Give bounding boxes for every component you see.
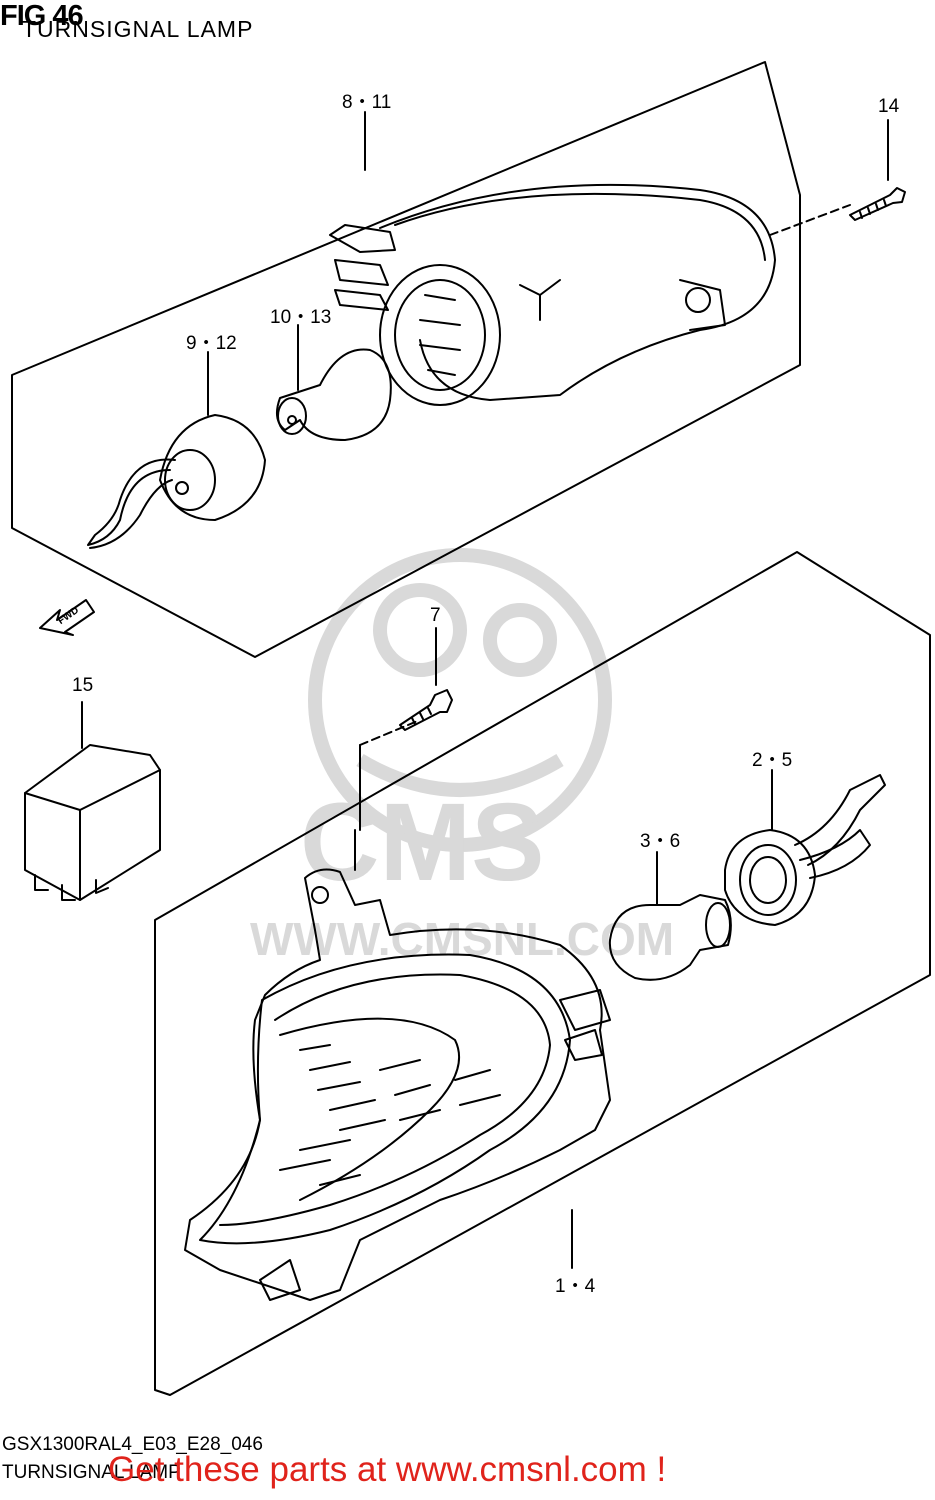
bulb-3-6 (608, 851, 732, 981)
socket-2-5 (724, 769, 886, 926)
socket-9-12 (87, 414, 266, 549)
rear-lamp-housing (329, 183, 776, 406)
callout-15: 15 (72, 675, 94, 696)
relay-15 (24, 701, 161, 901)
figure-number: FIG 46 (0, 0, 84, 32)
callout-9-12: 9・12 (186, 333, 237, 354)
watermark-logo (308, 548, 612, 852)
callout-14: 14 (878, 96, 900, 117)
screw-14 (849, 187, 906, 221)
bulb-10-13 (275, 348, 392, 441)
cta-link[interactable]: Get these parts at www.cmsnl.com ! (108, 1450, 667, 1489)
callout-10-13: 10・13 (270, 307, 332, 328)
callout-2-5: 2・5 (752, 750, 793, 771)
callout-7: 7 (430, 605, 441, 626)
callout-8-11: 8・11 (342, 92, 392, 113)
upper-assembly-box (11, 61, 801, 658)
callout-1-4: 1・4 (555, 1276, 596, 1297)
diagram-code: GSX1300RAL4_E03_E28_046 (2, 1434, 263, 1455)
figure-subtitle: TURNSIGNAL LAMP (22, 16, 254, 42)
fwd-arrow-icon (39, 599, 95, 636)
diagram-caption: TURNSIGNAL LAMP (2, 1462, 181, 1483)
watermark-url: WWW.CMSNL.COM (250, 913, 674, 965)
front-lamp-assembly (184, 868, 611, 1301)
callout-3-6: 3・6 (640, 831, 681, 852)
lower-assembly-box (154, 551, 931, 1396)
screw-7 (354, 627, 453, 871)
watermark-brand: CMS (300, 781, 544, 904)
